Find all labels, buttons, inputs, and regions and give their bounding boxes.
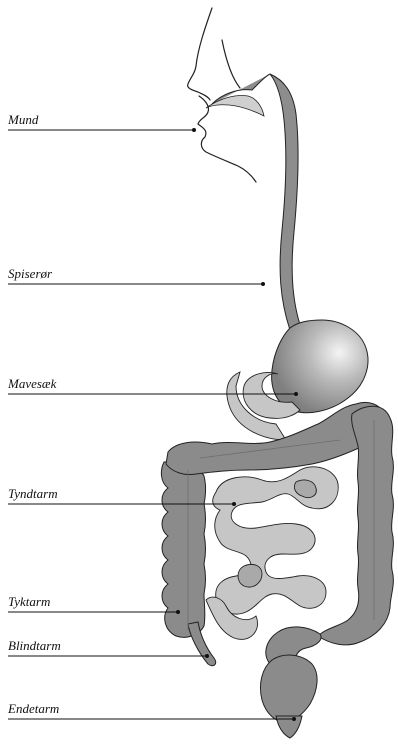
label-large-intestine: Tyktarm — [8, 595, 50, 609]
label-stomach: Mavesæk — [8, 377, 56, 391]
esophagus — [206, 74, 304, 336]
label-mouth: Mund — [8, 113, 38, 127]
label-small-intestine: Tyndtarm — [8, 487, 58, 501]
head-profile — [188, 8, 256, 182]
label-appendix: Blindtarm — [8, 639, 61, 653]
large-intestine — [161, 402, 393, 738]
label-rectum: Endetarm — [8, 702, 59, 716]
rectum — [260, 655, 317, 722]
small-intestine — [206, 467, 338, 640]
stomach — [272, 320, 368, 413]
label-esophagus: Spiserør — [8, 267, 52, 281]
